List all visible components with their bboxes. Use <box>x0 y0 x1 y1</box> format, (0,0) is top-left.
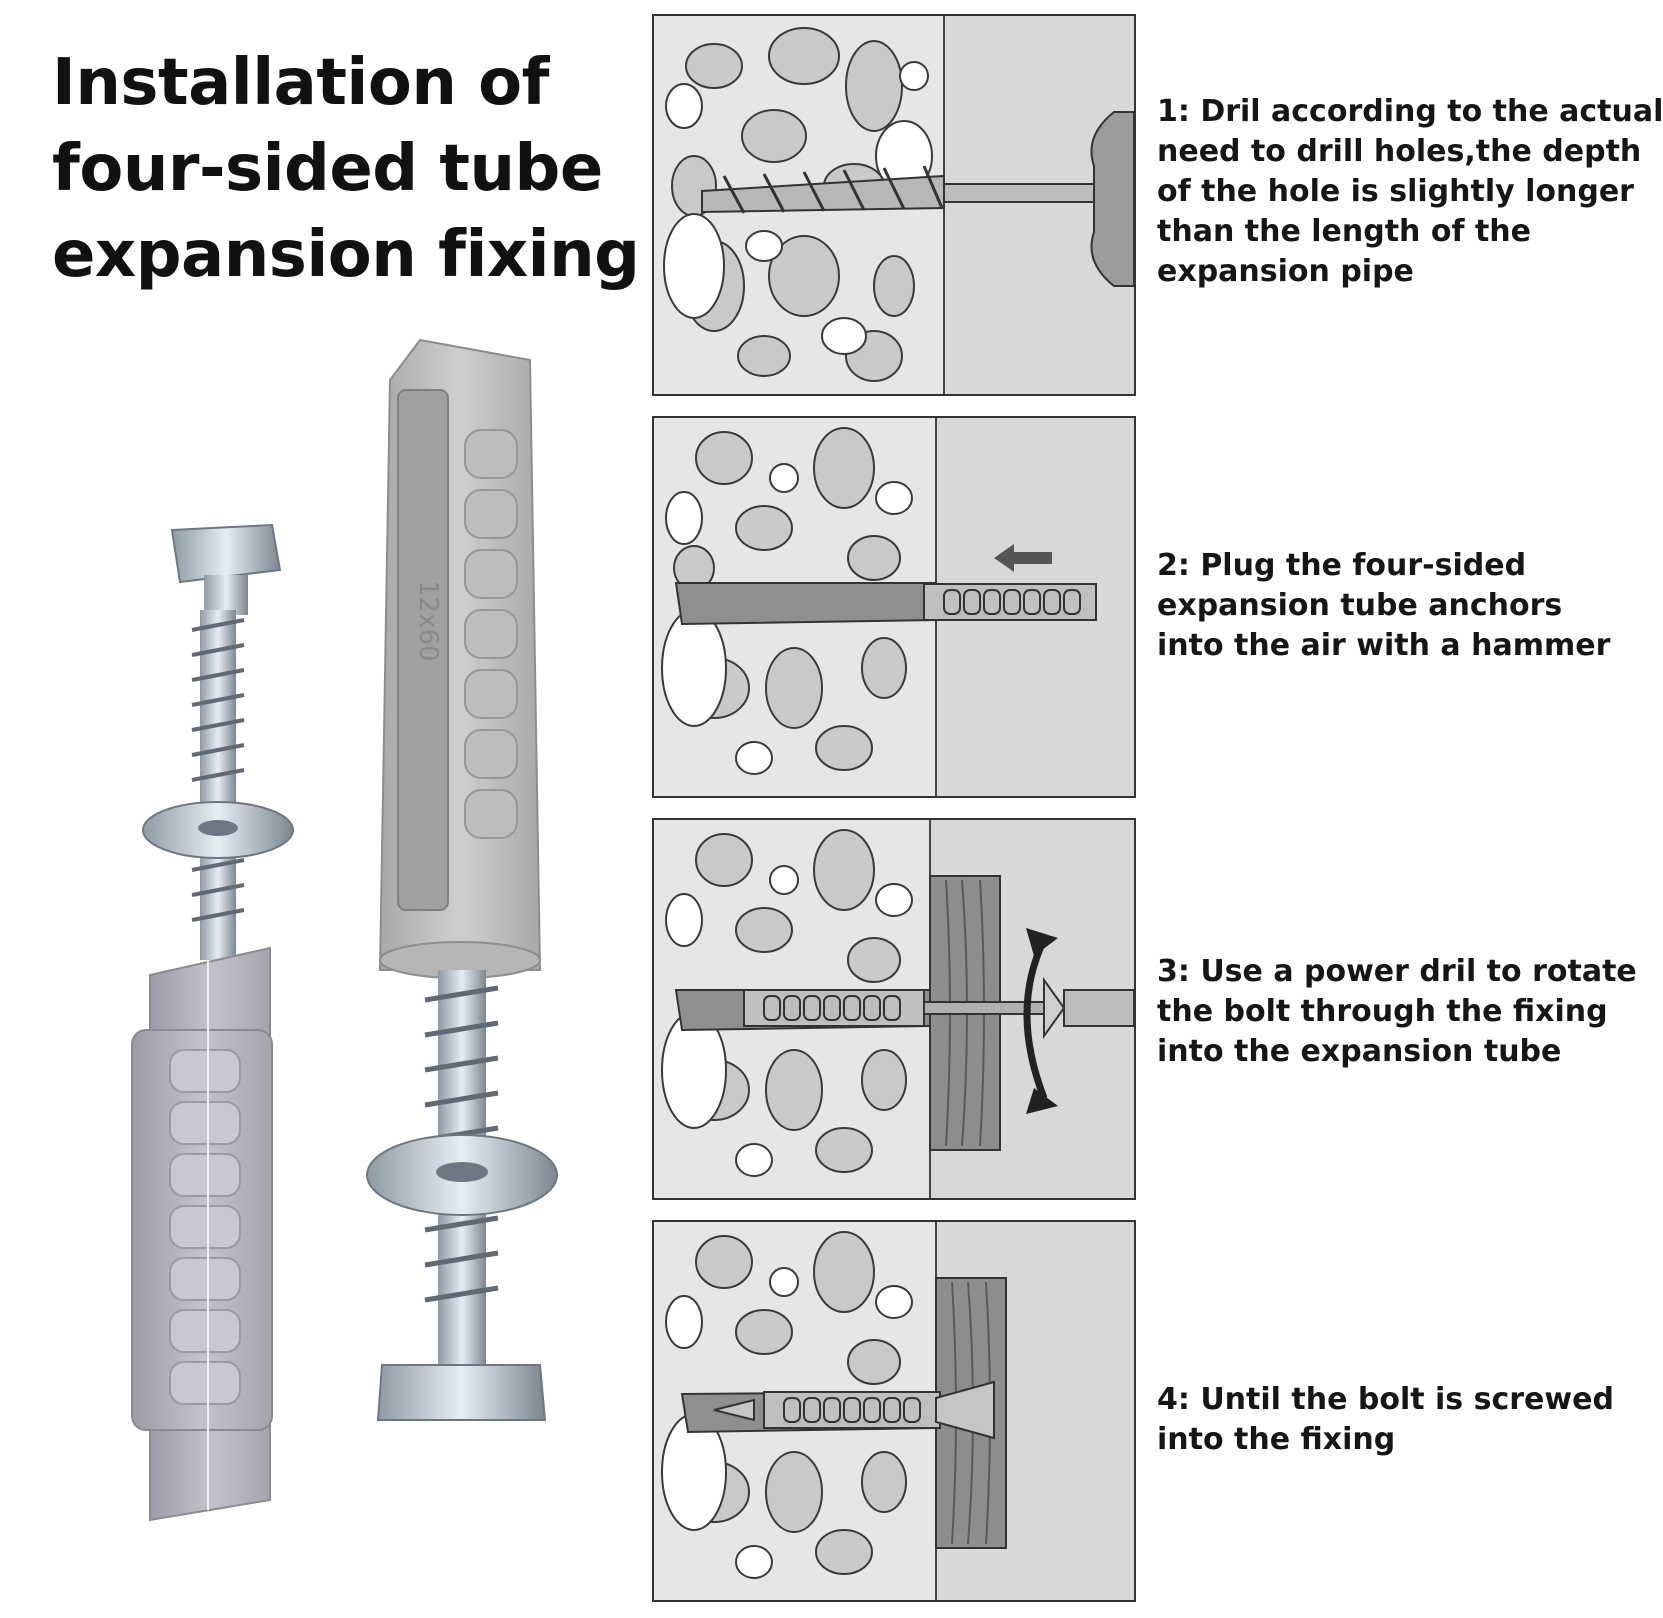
drill-bit-icon <box>701 111 1135 287</box>
step-1-line-5: expansion pipe <box>1157 254 1414 289</box>
left-screw <box>142 523 294 960</box>
step-1-line-3: of the hole is slightly longer <box>1157 174 1634 209</box>
title-line-3: expansion fixing <box>52 218 640 292</box>
left-anchor-plug <box>131 946 273 1522</box>
step-3-line-1: 3: Use a power dril to rotate <box>1157 954 1637 989</box>
step-3-line-3: into the expansion tube <box>1157 1034 1562 1069</box>
step-2-line-2: expansion tube anchors <box>1157 588 1563 623</box>
step-1-panel <box>652 14 1136 396</box>
product-photo: 12x60 <box>131 338 558 1522</box>
step-2-line-1: 2: Plug the four-sided <box>1157 548 1527 583</box>
size-marking: 12x60 <box>413 580 443 662</box>
step-4-text: 4: Until the bolt is screwed into the fi… <box>1157 1380 1614 1460</box>
page-title: Installation of four-sided tube expansio… <box>52 40 640 298</box>
step-2-panel <box>652 416 1136 798</box>
right-screw <box>366 970 558 1421</box>
step-1-line-2: need to drill holes,the depth <box>1157 134 1642 169</box>
title-line-2: four-sided tube <box>52 132 603 206</box>
right-anchor-plug: 12x60 <box>378 338 542 979</box>
step-4-panel <box>652 1220 1136 1602</box>
step-3-line-2: the bolt through the fixing <box>1157 994 1608 1029</box>
step-4-line-2: into the fixing <box>1157 1422 1396 1457</box>
step-3-text: 3: Use a power dril to rotate the bolt t… <box>1157 952 1637 1072</box>
rotation-arrow-icon <box>1023 928 1058 1114</box>
step-4-line-1: 4: Until the bolt is screwed <box>1157 1382 1614 1417</box>
step-2-line-3: into the air with a hammer <box>1157 628 1611 663</box>
step-3-panel <box>652 818 1136 1200</box>
step-1-text: 1: Dril according to the actual need to … <box>1157 92 1663 292</box>
step-2-text: 2: Plug the four-sided expansion tube an… <box>1157 546 1612 666</box>
left-arrow-icon <box>994 544 1052 572</box>
title-line-1: Installation of <box>52 46 549 120</box>
anchor-plug-step-2 <box>923 583 1097 621</box>
step-1-line-1: 1: Dril according to the actual <box>1157 94 1663 129</box>
step-1-line-4: than the length of the <box>1157 214 1531 249</box>
